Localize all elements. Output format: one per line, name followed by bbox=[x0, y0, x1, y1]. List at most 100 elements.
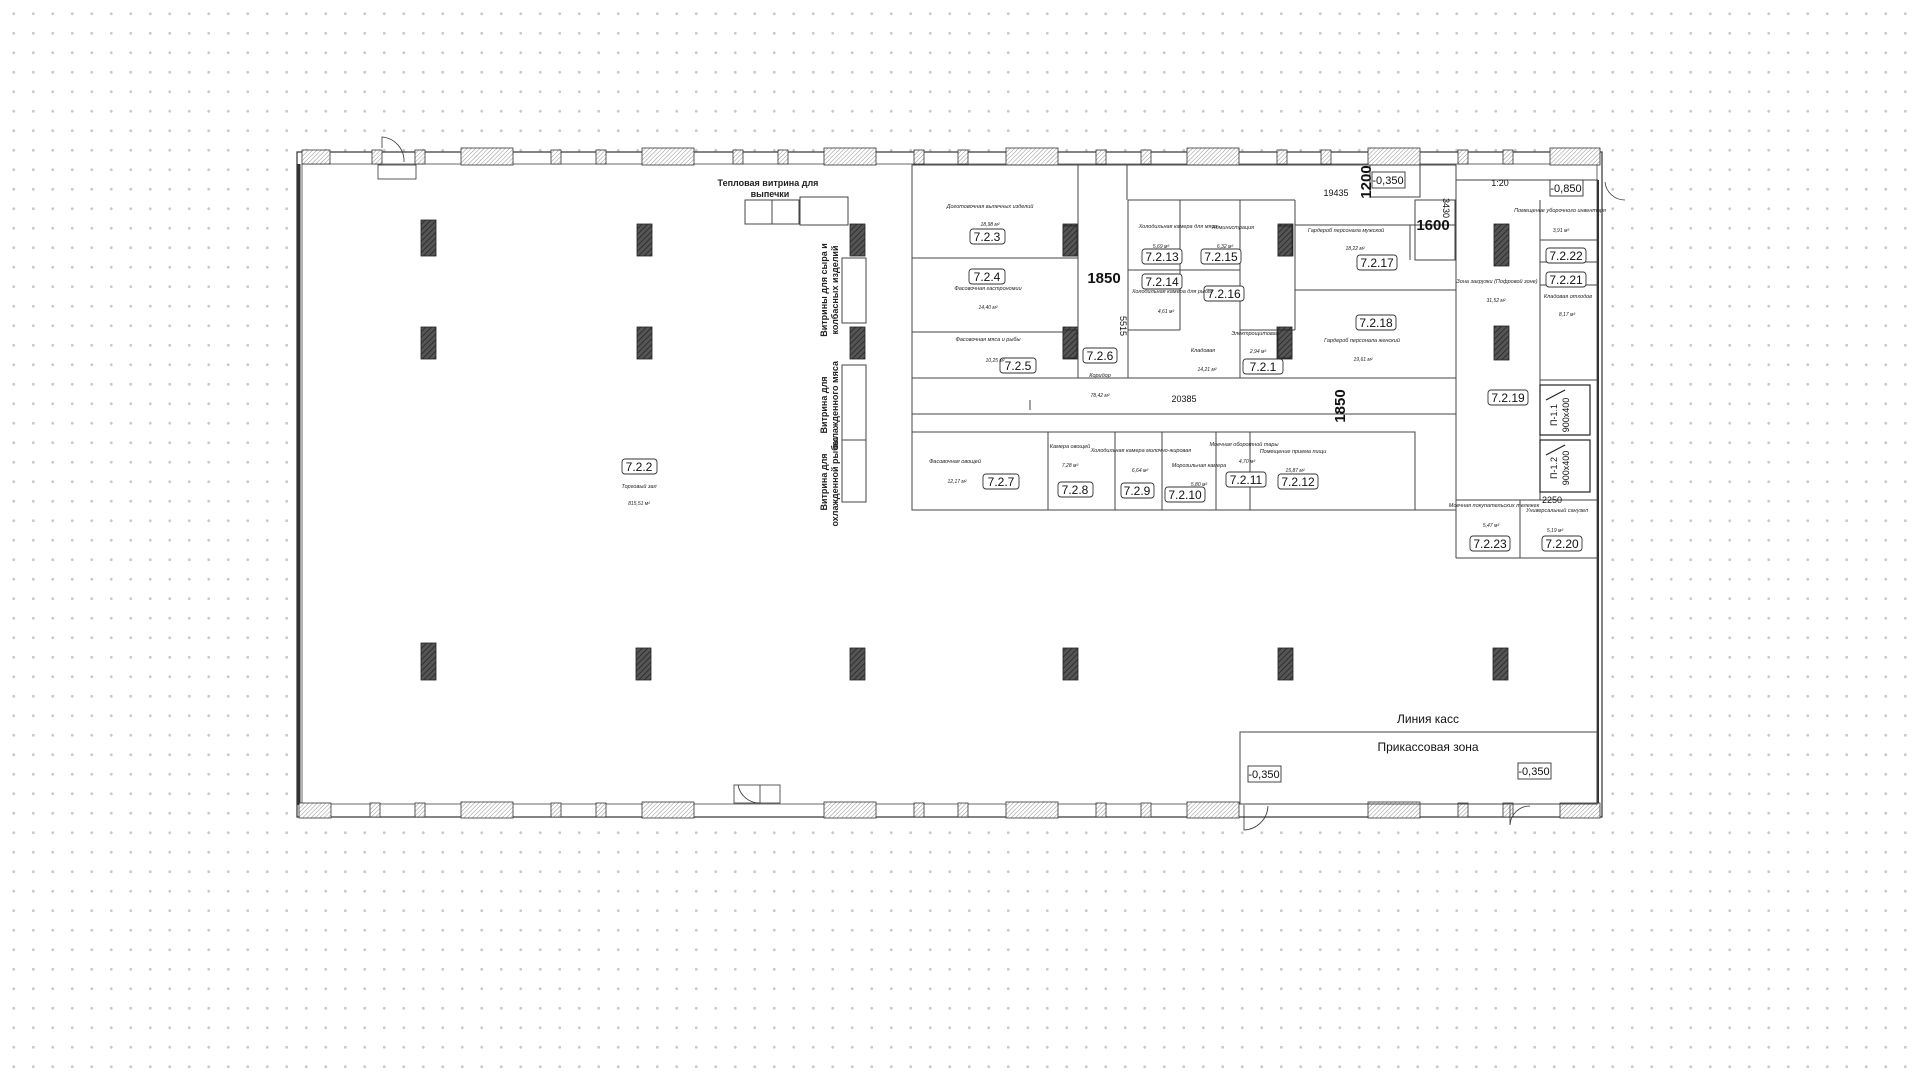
room-id-7-2-20: 7.2.20 bbox=[1545, 537, 1579, 551]
room-area-7-2-18: 19,61 м² bbox=[1354, 357, 1373, 363]
room-area-storage: 14,21 м² bbox=[1198, 367, 1217, 373]
room-name-7-2-22: Помещение уборочного инвентаря bbox=[1514, 208, 1606, 214]
room-name-7-2-9: Холодильная камера молочно-жировая bbox=[1090, 448, 1192, 454]
room-area-7-2-1: 2,94 м² bbox=[1249, 349, 1267, 355]
showcases bbox=[744, 196, 867, 503]
room-area-7-2-15: 6,32 м² bbox=[1217, 244, 1234, 250]
dimension-3430: 3430 bbox=[1441, 198, 1451, 218]
room-id-7-2-1: 7.2.1 bbox=[1250, 360, 1277, 374]
room-id-7-2-12: 7.2.12 bbox=[1281, 475, 1315, 489]
room-area-7-2-12: 15,87 м² bbox=[1286, 468, 1305, 474]
entrance-doors bbox=[377, 136, 1626, 831]
level-bottom-left: -0,350 bbox=[1248, 769, 1279, 781]
room-id-7-2-7: 7.2.7 bbox=[988, 475, 1015, 489]
room-name-7-2-11: Моечная оборотной тары bbox=[1209, 441, 1278, 448]
room-name-7-2-14: Холодильная камера для рыбы bbox=[1131, 289, 1212, 295]
room-name-7-2-12: Помещение приема пищи bbox=[1260, 449, 1327, 455]
bottom-windows bbox=[298, 801, 1601, 819]
room-id-7-2-8: 7.2.8 bbox=[1062, 483, 1089, 497]
room-id-7-2-5: 7.2.5 bbox=[1005, 359, 1032, 373]
room-name-storage: Кладовая bbox=[1191, 348, 1215, 354]
room-area-7-2-3: 18,98 м² bbox=[981, 222, 1000, 228]
level-labels: -0,350 -0,850 -0,350 -0,350 bbox=[1248, 175, 1581, 781]
room-name-7-2-8: Камера овощей bbox=[1050, 443, 1090, 450]
room-name-7-2-17: Гардероб персонала мужской bbox=[1308, 227, 1384, 234]
room-id-7-2-16: 7.2.16 bbox=[1207, 287, 1241, 301]
shafts bbox=[1539, 384, 1591, 493]
room-area-7-2-22: 3,91 м² bbox=[1553, 228, 1570, 234]
room-name-7-2-18: Гардероб персонала женский bbox=[1324, 337, 1400, 344]
level-markers bbox=[1247, 171, 1584, 783]
dimension-1200: 1200 bbox=[1358, 165, 1375, 198]
room-area-7-2-9: 6,64 м² bbox=[1132, 468, 1149, 474]
room-area-7-2-10: 5,80 м² bbox=[1191, 482, 1208, 488]
fixtures bbox=[1062, 225, 1293, 359]
room-area-7-2-14: 4,61 м² bbox=[1158, 309, 1175, 315]
showcase-labels: Тепловая витрина для выпечки Витрины для… bbox=[718, 178, 840, 526]
shaft-1-line2: 900х400 bbox=[1561, 398, 1571, 433]
level-top-right: -0,850 bbox=[1550, 183, 1581, 195]
room-area-7-2-7: 12,17 м² bbox=[948, 479, 967, 485]
showcase-warm-line2: выпечки bbox=[751, 189, 790, 199]
room-name-7-2-5: Фасовочная мяса и рыбы bbox=[955, 337, 1020, 343]
room-area-7-2-23: 5,47 м² bbox=[1483, 523, 1500, 529]
room-area-7-2-11: 4,70 м² bbox=[1239, 459, 1256, 465]
room-area-7-2-13: 5,69 м² bbox=[1153, 244, 1170, 250]
room-id-7-2-2: 7.2.2 bbox=[626, 460, 653, 474]
room-id-7-2-22: 7.2.22 bbox=[1549, 249, 1583, 263]
room-area-7-2-20: 5,19 м² bbox=[1547, 528, 1564, 534]
showcase-fish-line2: охлажденной рыбы bbox=[830, 437, 840, 526]
room-name-7-2-4: Фасовочная гастрономии bbox=[954, 286, 1021, 292]
showcase-cheese-line1: Витрины для сыра и bbox=[819, 243, 829, 337]
room-name-7-2-23: Моечная покупательских тележек bbox=[1449, 503, 1540, 509]
shaft-labels: П-1.1 900х400 П-1.2 900х400 bbox=[1549, 398, 1571, 486]
room-id-7-2-14: 7.2.14 bbox=[1145, 275, 1179, 289]
zone-checkout-line: Линия касс bbox=[1397, 712, 1459, 726]
room-label-boxes bbox=[621, 228, 1587, 552]
room-area-7-2-19: 31,52 м² bbox=[1487, 298, 1506, 304]
room-id-7-2-13: 7.2.13 bbox=[1145, 250, 1179, 264]
showcase-fish-line1: Витрина для bbox=[819, 453, 829, 510]
dimension-1850-b: 1850 bbox=[1332, 389, 1349, 422]
room-id-7-2-3: 7.2.3 bbox=[974, 230, 1001, 244]
dimension-19435: 19435 bbox=[1323, 188, 1348, 198]
room-name-7-2-6: Коридор bbox=[1089, 373, 1111, 379]
showcase-meat-line2: охлажденного мяса bbox=[830, 360, 840, 449]
room-area-7-2-21: 8,17 м² bbox=[1559, 312, 1576, 318]
room-area-7-2-2: 815,51 м² bbox=[628, 501, 650, 507]
dimension-2250: 2250 bbox=[1542, 495, 1562, 505]
zone-labels: Линия касс Прикассовая зона bbox=[1377, 712, 1478, 754]
room-id-7-2-11: 7.2.11 bbox=[1230, 473, 1263, 487]
room-id-7-2-18: 7.2.18 bbox=[1359, 316, 1393, 330]
back-of-house-walls bbox=[911, 164, 1598, 559]
checkout-zone bbox=[1239, 731, 1598, 805]
room-name-7-2-2: Торговый зал bbox=[621, 483, 656, 490]
room-area-7-2-6: 78,42 м² bbox=[1091, 393, 1110, 399]
dimension-1600: 1600 bbox=[1416, 217, 1449, 234]
level-top-left: -0,350 bbox=[1372, 175, 1403, 187]
dimension-20385: 20385 bbox=[1171, 394, 1196, 404]
room-name-7-2-19: Зона загрузки (Пофровой зоне) bbox=[1456, 278, 1537, 285]
dimension-1850-a: 1850 bbox=[1087, 270, 1120, 287]
showcase-meat-line1: Витрина для bbox=[819, 376, 829, 433]
showcase-warm-line1: Тепловая витрина для bbox=[718, 178, 819, 188]
room-name-7-2-7: Фасовочная овощей bbox=[929, 458, 981, 465]
room-name-7-2-21: Кладовая отходов bbox=[1544, 294, 1592, 300]
showcase-cheese-line2: колбасных изделий bbox=[830, 246, 840, 335]
room-id-7-2-9: 7.2.9 bbox=[1124, 484, 1151, 498]
room-name-7-2-1: Электрощитовая bbox=[1231, 331, 1278, 337]
room-area-7-2-8: 7,28 м² bbox=[1062, 463, 1079, 469]
room-id-7-2-17: 7.2.17 bbox=[1360, 256, 1394, 270]
room-area-7-2-17: 18,22 м² bbox=[1346, 246, 1365, 252]
room-id-7-2-21: 7.2.21 bbox=[1549, 273, 1583, 287]
room-id-7-2-15: 7.2.15 bbox=[1204, 250, 1238, 264]
room-name-7-2-10: Морозильная камера bbox=[1172, 463, 1226, 469]
room-name-7-2-13: Холодильная камера для мяса bbox=[1138, 224, 1218, 230]
room-area-7-2-5: 10,25 м² bbox=[986, 358, 1005, 364]
top-windows bbox=[301, 147, 1601, 166]
dimensions: 1850 1850 1200 1600 19435 20385 5515 1:2… bbox=[1087, 165, 1562, 505]
room-name-7-2-20: Универсальный санузел bbox=[1525, 507, 1588, 514]
room-id-7-2-10: 7.2.10 bbox=[1168, 488, 1202, 502]
room-area-7-2-4: 14,40 м² bbox=[979, 305, 998, 311]
